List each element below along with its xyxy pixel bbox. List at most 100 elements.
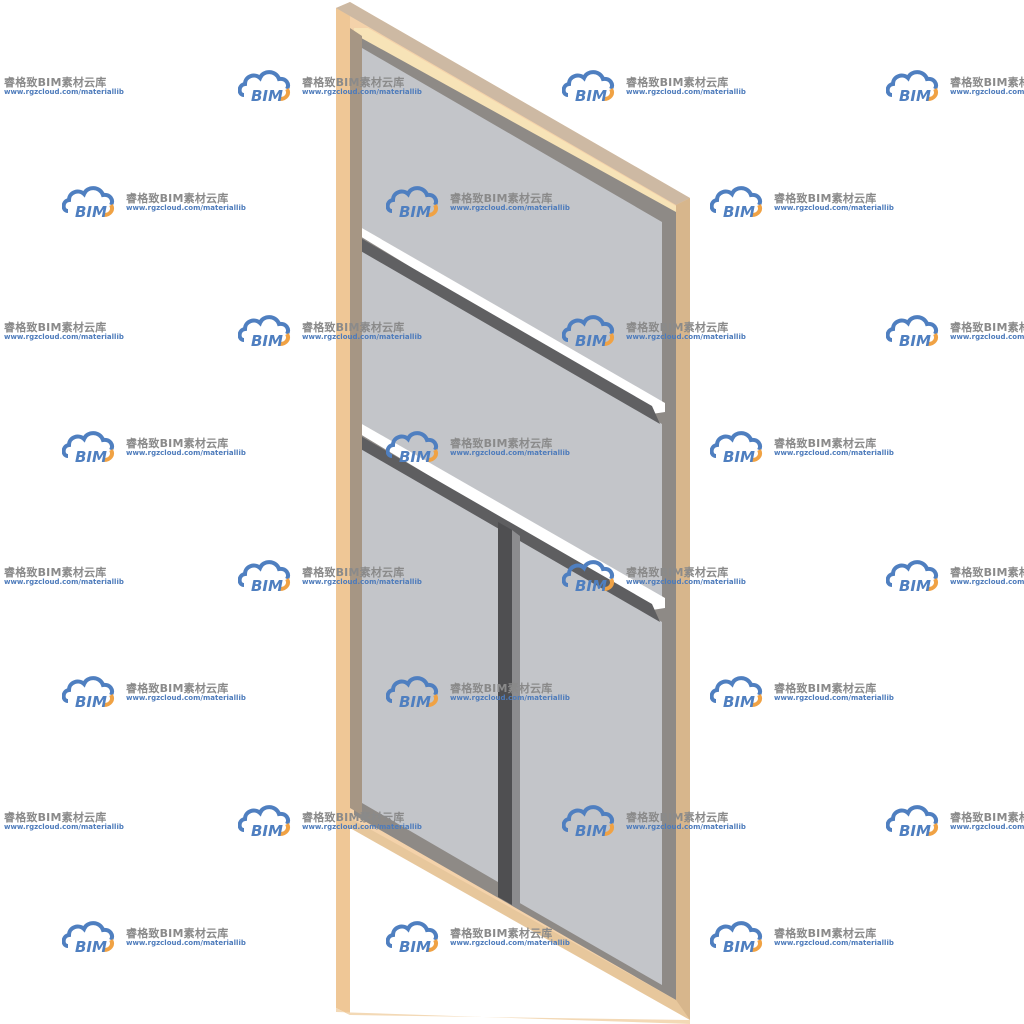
watermark-title: 睿格致BIM素材云库	[302, 321, 405, 334]
watermark-url: www.rgzcloud.com/materiallib	[626, 578, 746, 586]
watermark-url: www.rgzcloud.com/materiallib	[126, 694, 246, 702]
watermark: BIM 睿格致BIM素材云库 www.rgzcloud.com/material…	[62, 674, 252, 710]
bim-cloud-logo-icon: BIM	[62, 676, 115, 710]
logo-text: BIM	[575, 577, 607, 594]
watermark: BIM 睿格致BIM素材云库 www.rgzcloud.com/material…	[238, 803, 428, 839]
watermark-url: www.rgzcloud.com/materiallib	[626, 823, 746, 831]
watermark: BIM 睿格致BIM素材云库 www.rgzcloud.com/material…	[386, 184, 576, 220]
logo-text: BIM	[899, 332, 931, 349]
watermark-title: 睿格致BIM素材云库	[126, 682, 229, 695]
bim-cloud-logo-icon: BIM	[0, 68, 2, 104]
watermark-url: www.rgzcloud.com/materiallib	[126, 939, 246, 947]
logo-text: BIM	[251, 87, 283, 104]
bim-cloud-logo-icon: BIM	[62, 431, 115, 465]
watermark-title: 睿格致BIM素材云库	[450, 437, 553, 450]
logo-text: BIM	[723, 938, 755, 955]
bim-cloud-logo-icon: BIM	[886, 315, 939, 349]
logo-text: BIM	[899, 577, 931, 594]
watermark: BIM 睿格致BIM素材云库 www.rgzcloud.com/material…	[886, 68, 1024, 104]
watermark-title: 睿格致BIM素材云库	[450, 927, 553, 940]
watermark-title: 睿格致BIM素材云库	[774, 437, 877, 450]
bim-cloud-logo-icon: BIM	[710, 186, 763, 220]
watermark-url: www.rgzcloud.com/materiallib	[450, 449, 570, 457]
logo-text: BIM	[75, 693, 107, 710]
mullion-side	[498, 522, 512, 905]
watermark-title: 睿格致BIM素材云库	[450, 682, 553, 695]
logo-text: BIM	[251, 332, 283, 349]
watermark: BIM 睿格致BIM素材云库 www.rgzcloud.com/material…	[886, 803, 1024, 839]
watermark: BIM 睿格致BIM素材云库 www.rgzcloud.com/material…	[562, 558, 752, 594]
watermark: BIM 睿格致BIM素材云库 www.rgzcloud.com/material…	[62, 429, 252, 465]
logo-text: BIM	[723, 203, 755, 220]
watermark-url: www.rgzcloud.com/materiallib	[302, 578, 422, 586]
watermark: BIM 睿格致BIM素材云库 www.rgzcloud.com/material…	[562, 803, 752, 839]
bim-cloud-logo-icon: BIM	[238, 560, 291, 594]
logo-text: BIM	[399, 203, 431, 220]
bim-cloud-logo-icon: BIM	[62, 186, 115, 220]
watermark-url: www.rgzcloud.com/materiallib	[302, 823, 422, 831]
watermark: BIM 睿格致BIM素材云库 www.rgzcloud.com/material…	[238, 313, 428, 349]
watermark-url: www.rgzcloud.com/materiallib	[4, 333, 124, 341]
watermark-title: 睿格致BIM素材云库	[4, 566, 107, 579]
watermark: BIM 睿格致BIM素材云库 www.rgzcloud.com/material…	[62, 919, 252, 955]
watermark-title: 睿格致BIM素材云库	[126, 192, 229, 205]
bim-cloud-logo-icon: BIM	[62, 921, 115, 955]
watermark: BIM 睿格致BIM素材云库 www.rgzcloud.com/material…	[0, 558, 130, 594]
watermark: BIM 睿格致BIM素材云库 www.rgzcloud.com/material…	[886, 558, 1024, 594]
bim-cloud-logo-icon: BIM	[886, 805, 939, 839]
watermark: BIM 睿格致BIM素材云库 www.rgzcloud.com/material…	[710, 184, 900, 220]
watermark-title: 睿格致BIM素材云库	[626, 321, 729, 334]
watermark-url: www.rgzcloud.com/materiallib	[774, 939, 894, 947]
logo-text: BIM	[723, 693, 755, 710]
bim-cloud-logo-icon: BIM	[562, 70, 615, 104]
watermark-title: 睿格致BIM素材云库	[126, 927, 229, 940]
bim-cloud-logo-icon: BIM	[886, 70, 939, 104]
watermark-url: www.rgzcloud.com/materiallib	[302, 333, 422, 341]
bim-cloud-logo-icon: BIM	[710, 431, 763, 465]
logo-text: BIM	[575, 87, 607, 104]
bim-cloud-logo-icon: BIM	[0, 313, 2, 349]
watermark-title: 睿格致BIM素材云库	[774, 682, 877, 695]
watermark-title: 睿格致BIM素材云库	[4, 321, 107, 334]
watermark-title: 睿格致BIM素材云库	[950, 321, 1024, 334]
watermark: BIM 睿格致BIM素材云库 www.rgzcloud.com/material…	[0, 68, 130, 104]
watermark: BIM 睿格致BIM素材云库 www.rgzcloud.com/material…	[0, 803, 130, 839]
watermark-url: www.rgzcloud.com/materiallib	[126, 204, 246, 212]
watermark-title: 睿格致BIM素材云库	[950, 76, 1024, 89]
watermark-title: 睿格致BIM素材云库	[950, 566, 1024, 579]
watermark: BIM 睿格致BIM素材云库 www.rgzcloud.com/material…	[710, 429, 900, 465]
bim-cloud-logo-icon: BIM	[386, 186, 439, 220]
bim-cloud-logo-icon: BIM	[562, 315, 615, 349]
watermark: BIM 睿格致BIM素材云库 www.rgzcloud.com/material…	[710, 919, 900, 955]
watermark-title: 睿格致BIM素材云库	[4, 811, 107, 824]
watermark-title: 睿格致BIM素材云库	[302, 76, 405, 89]
watermark-title: 睿格致BIM素材云库	[774, 927, 877, 940]
bim-cloud-logo-icon: BIM	[0, 803, 2, 839]
watermark-title: 睿格致BIM素材云库	[774, 192, 877, 205]
watermark-title: 睿格致BIM素材云库	[626, 811, 729, 824]
watermark-url: www.rgzcloud.com/materiallib	[774, 204, 894, 212]
watermark-title: 睿格致BIM素材云库	[626, 76, 729, 89]
watermark: BIM 睿格致BIM素材云库 www.rgzcloud.com/material…	[386, 429, 576, 465]
watermark-url: www.rgzcloud.com/materiallib	[4, 578, 124, 586]
logo-text: BIM	[399, 448, 431, 465]
glass-lower-right-pane	[518, 538, 662, 985]
bim-cloud-logo-icon: BIM	[0, 558, 2, 594]
frame-sill	[350, 818, 690, 1020]
logo-text: BIM	[75, 448, 107, 465]
logo-text: BIM	[723, 448, 755, 465]
bim-cloud-logo-icon: BIM	[386, 431, 439, 465]
watermark-url: www.rgzcloud.com/materiallib	[626, 88, 746, 96]
watermark: BIM 睿格致BIM素材云库 www.rgzcloud.com/material…	[386, 674, 576, 710]
watermark-url: www.rgzcloud.com/materiallib	[450, 694, 570, 702]
watermark: BIM 睿格致BIM素材云库 www.rgzcloud.com/material…	[238, 68, 428, 104]
frame-left-inner	[350, 28, 362, 815]
bim-cloud-logo-icon: BIM	[386, 676, 439, 710]
watermark-url: www.rgzcloud.com/materiallib	[950, 333, 1024, 341]
glass-middle-pane	[362, 250, 662, 598]
watermark-url: www.rgzcloud.com/materiallib	[126, 449, 246, 457]
watermark-url: www.rgzcloud.com/materiallib	[950, 88, 1024, 96]
glass-lower-left-pane	[362, 448, 498, 882]
watermark: BIM 睿格致BIM素材云库 www.rgzcloud.com/material…	[0, 313, 130, 349]
logo-text: BIM	[399, 938, 431, 955]
